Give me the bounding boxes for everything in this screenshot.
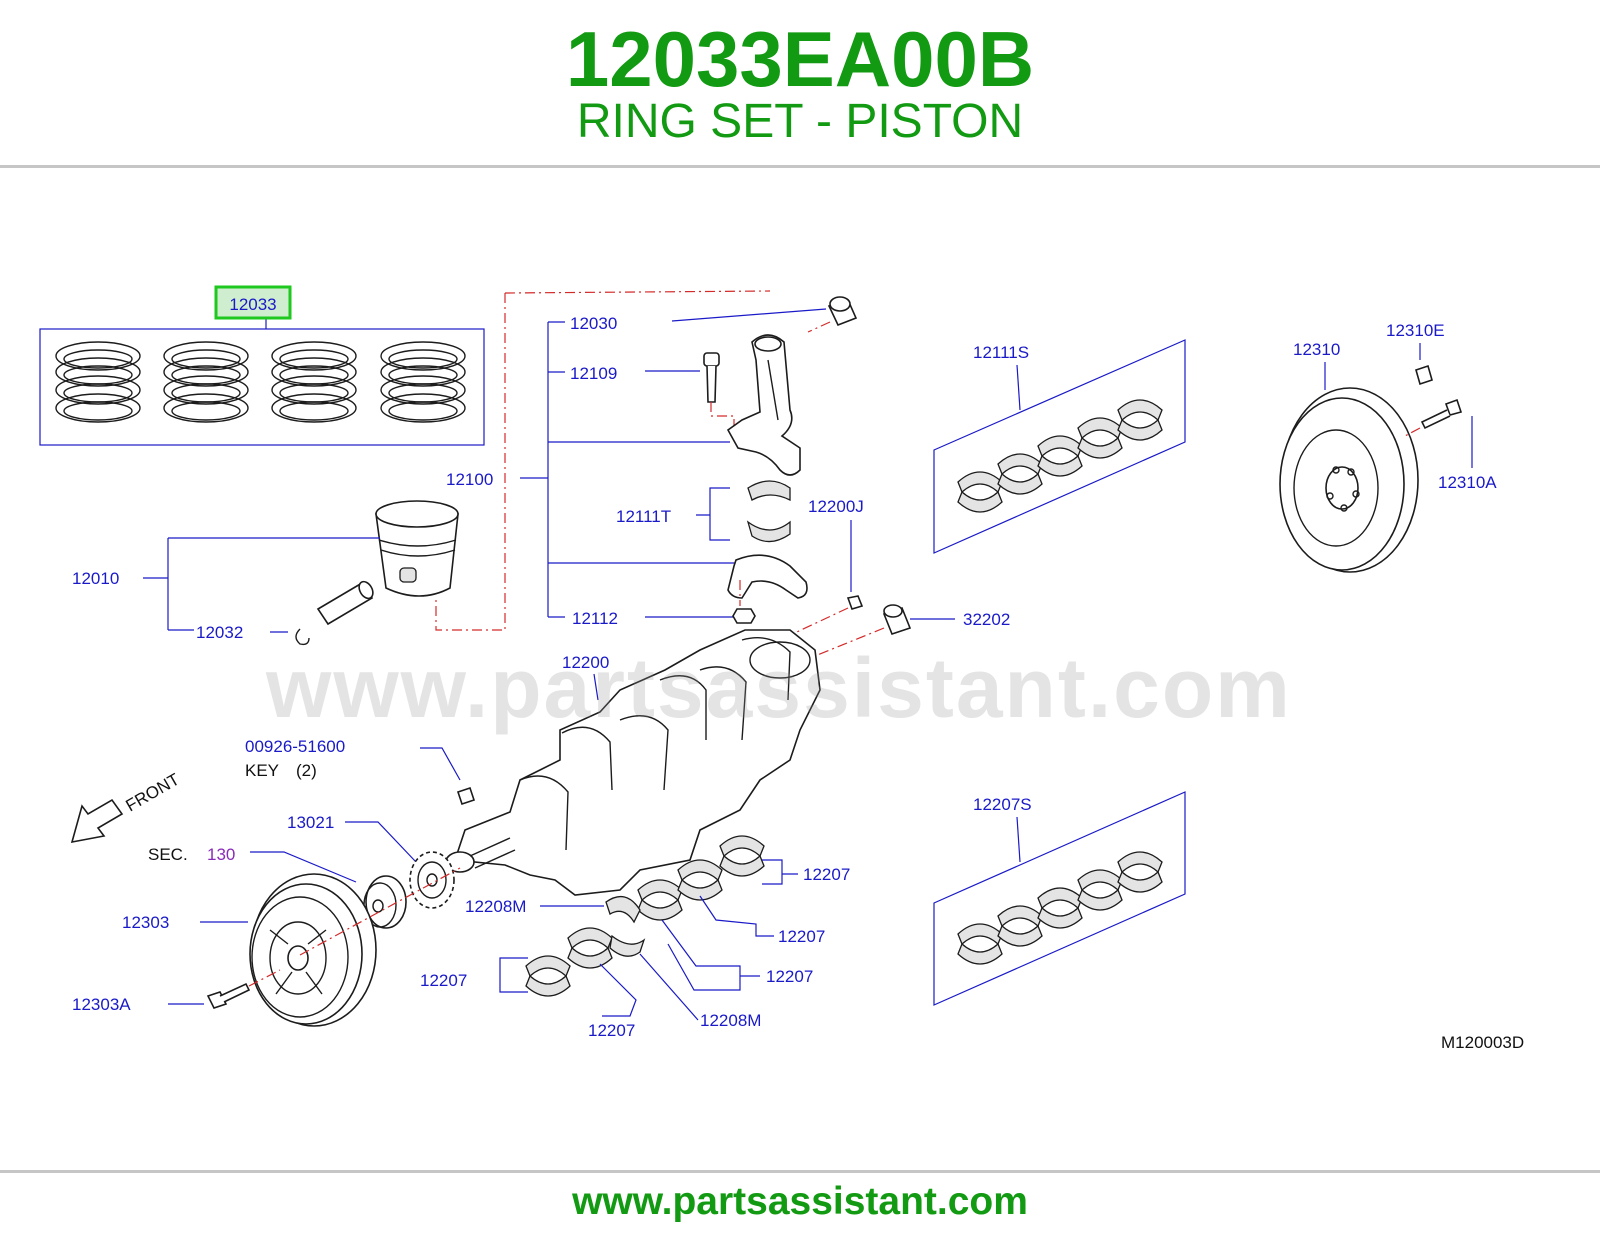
callout-12200J[interactable]: 12200J bbox=[808, 497, 864, 516]
main-bearing-set-icon bbox=[957, 399, 1163, 513]
callout-12310A[interactable]: 12310A bbox=[1438, 473, 1497, 492]
callout-12111S[interactable]: 12111S bbox=[973, 343, 1029, 362]
callout-12208M-a[interactable]: 12208M bbox=[465, 897, 526, 916]
rod-nut-icon bbox=[732, 608, 756, 624]
part-name-subtitle: RING SET - PISTON bbox=[576, 95, 1024, 148]
woodruff-key-icon bbox=[456, 786, 476, 806]
callout-12200[interactable]: 12200 bbox=[562, 653, 609, 672]
callout-12303A[interactable]: 12303A bbox=[72, 995, 131, 1014]
callout-12207-e[interactable]: 12207 bbox=[803, 865, 850, 884]
section-label: SEC. bbox=[148, 845, 188, 864]
dowel-pin-icon bbox=[846, 595, 864, 610]
callout-12207-c[interactable]: 12207 bbox=[766, 967, 813, 986]
connecting-rod-bolt-icon bbox=[703, 352, 720, 403]
crank-sprocket-icon bbox=[409, 851, 455, 909]
crankshaft-pulley-icon bbox=[249, 873, 377, 1027]
flywheel-icon bbox=[1279, 387, 1419, 573]
key-label: KEY bbox=[245, 761, 279, 780]
connecting-rod-icon bbox=[726, 334, 801, 476]
key-quantity: (2) bbox=[296, 761, 317, 780]
main-bearing-set-2-icon bbox=[957, 851, 1163, 965]
part-number-title: 12033EA00B bbox=[565, 15, 1035, 103]
callout-12207-a[interactable]: 12207 bbox=[420, 971, 467, 990]
callout-12310[interactable]: 12310 bbox=[1293, 340, 1340, 359]
callout-12033[interactable]: 12033 bbox=[229, 295, 276, 314]
footer-site-link[interactable]: www.partsassistant.com bbox=[572, 1180, 1028, 1223]
front-arrow-icon bbox=[70, 798, 124, 844]
section-number-link[interactable]: 130 bbox=[207, 845, 235, 864]
piston-ring-set-icon bbox=[55, 341, 466, 423]
callout-12032[interactable]: 12032 bbox=[196, 623, 243, 642]
rod-bearing-shells-icon bbox=[746, 480, 791, 543]
footer-divider bbox=[0, 1170, 1600, 1173]
pilot-bushing-icon bbox=[882, 604, 912, 635]
rod-cap-icon bbox=[727, 554, 808, 599]
flywheel-dowel-icon bbox=[1415, 364, 1433, 386]
snap-ring-icon bbox=[295, 628, 310, 646]
callout-12208M-b[interactable]: 12208M bbox=[700, 1011, 761, 1030]
callout-12111T[interactable]: 12111T bbox=[616, 507, 671, 526]
pulley-bolt-icon bbox=[206, 982, 251, 1009]
header-divider bbox=[0, 165, 1600, 168]
watermark: www.partsassistant.com bbox=[266, 641, 1292, 735]
callout-12207-d[interactable]: 12207 bbox=[778, 927, 825, 946]
piston-pin-icon bbox=[316, 580, 374, 626]
callout-12010[interactable]: 12010 bbox=[72, 569, 119, 588]
callout-12207S[interactable]: 12207S bbox=[973, 795, 1032, 814]
highlight-12033[interactable] bbox=[214, 285, 292, 320]
callout-12100[interactable]: 12100 bbox=[446, 470, 493, 489]
callout-12109[interactable]: 12109 bbox=[570, 364, 617, 383]
callout-12310E[interactable]: 12310E bbox=[1386, 321, 1445, 340]
main-bearing-shells-icon bbox=[525, 835, 765, 997]
callout-32202[interactable]: 32202 bbox=[963, 610, 1010, 629]
callout-12207-b[interactable]: 12207 bbox=[588, 1021, 635, 1040]
flywheel-bolt-icon bbox=[1420, 398, 1463, 430]
front-label: FRONT bbox=[123, 770, 183, 816]
ring-set-box bbox=[39, 328, 485, 446]
piston-icon bbox=[375, 500, 459, 597]
callout-12112[interactable]: 12112 bbox=[572, 609, 618, 628]
crankshaft-icon bbox=[445, 629, 821, 896]
diagram-code: M120003D bbox=[1441, 1033, 1524, 1052]
piston-pin-bushing-icon bbox=[827, 296, 858, 327]
main-bearing-set-box-2 bbox=[933, 791, 1186, 1006]
pulley-spacer-icon bbox=[363, 875, 407, 929]
main-bearing-set-box bbox=[933, 339, 1186, 554]
callout-12303[interactable]: 12303 bbox=[122, 913, 169, 932]
callout-00926-51600[interactable]: 00926-51600 bbox=[245, 737, 345, 756]
callout-12030[interactable]: 12030 bbox=[570, 314, 617, 333]
callout-13021[interactable]: 13021 bbox=[287, 813, 334, 832]
